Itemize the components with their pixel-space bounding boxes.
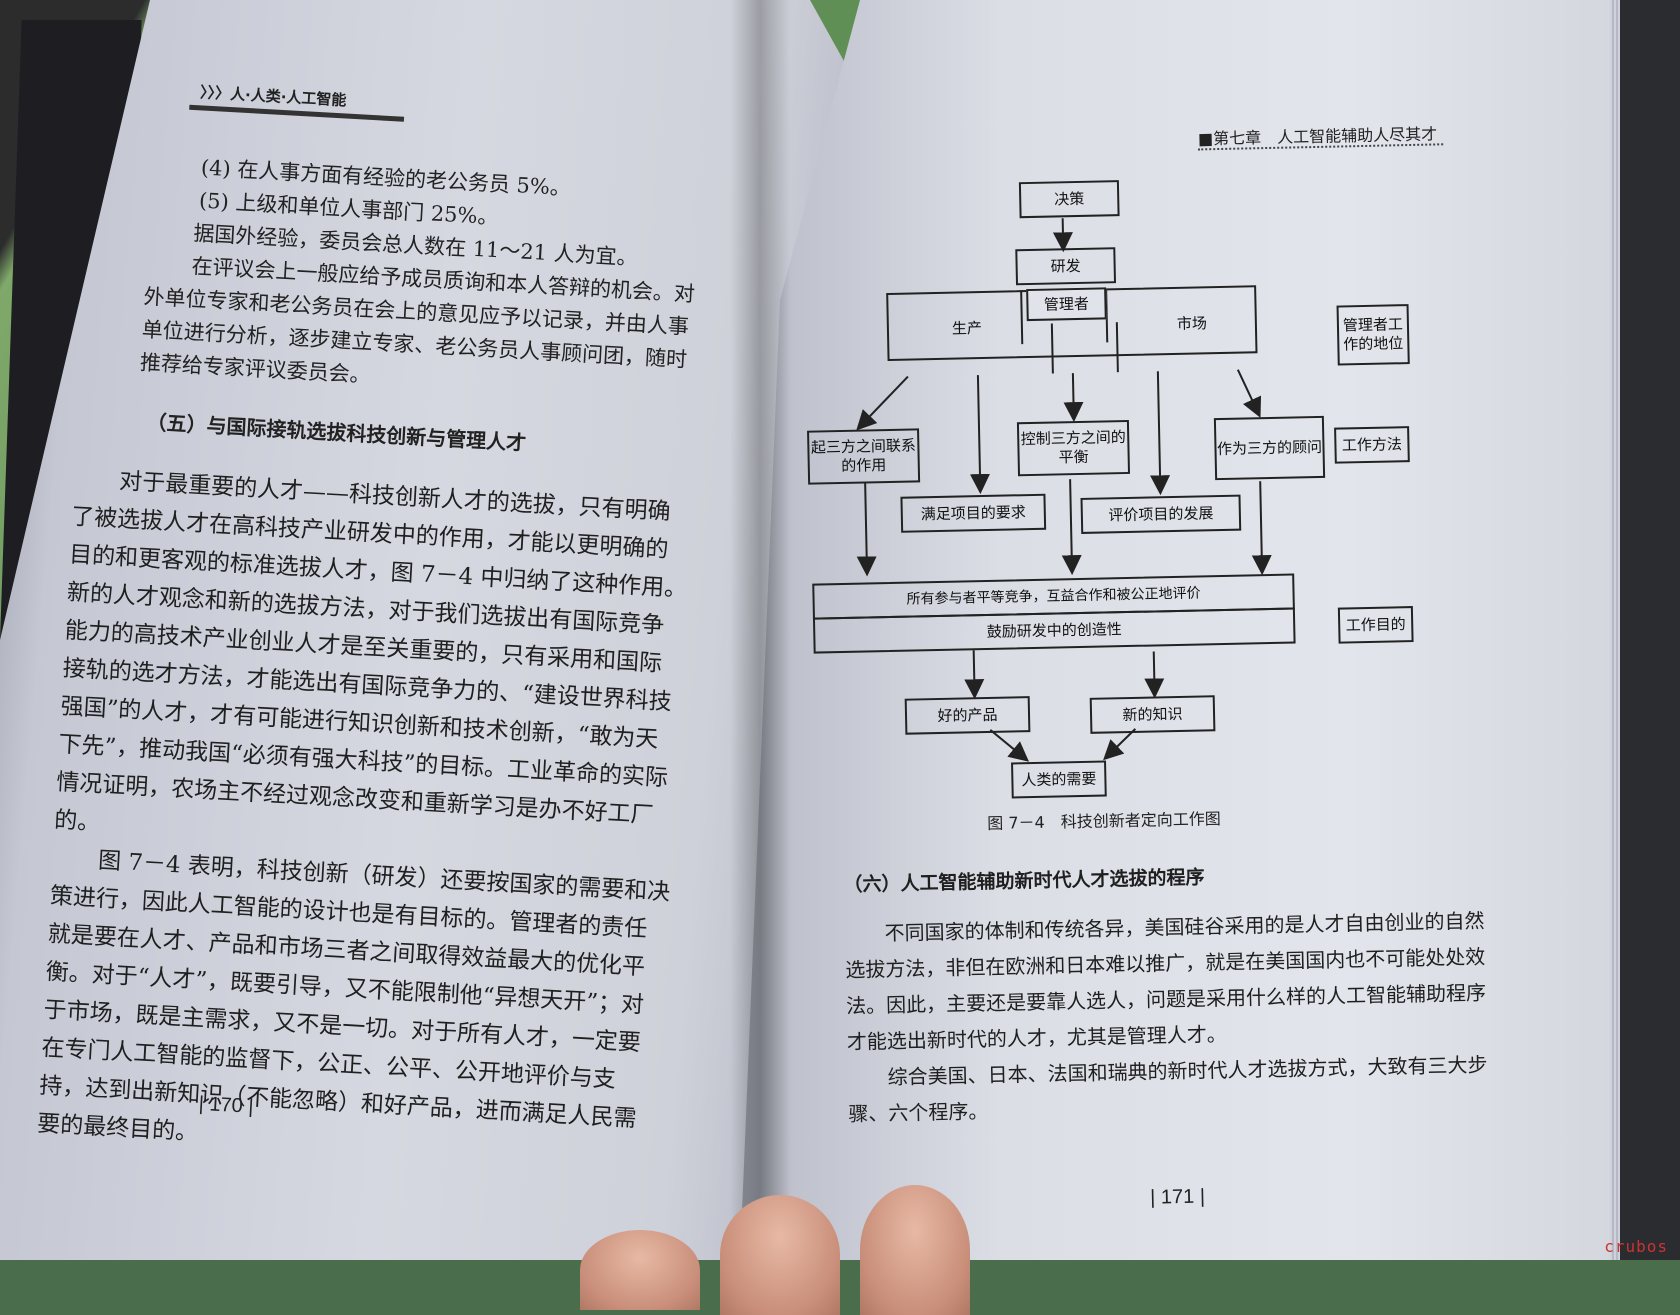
side-label-method: 工作方法: [1334, 426, 1410, 464]
thumb: [580, 1230, 700, 1310]
paragraph: 不同国家的体制和传统各异，美国硅谷采用的是人才自由创业的自然选拔方法，非但在欧洲…: [845, 908, 1487, 1054]
section-heading: （五）与国际接轨选拔科技创新与管理人才: [146, 409, 527, 456]
node-eval-project: 评价项目的发展: [1080, 494, 1242, 534]
node-rnd: 研发: [1015, 247, 1117, 286]
side-label-goal: 工作目的: [1337, 606, 1414, 644]
section-heading: （六）人工智能辅助新时代人才选拔的程序: [843, 866, 1205, 897]
paragraph: 图 7－4 表明，科技创新（研发）还要按国家的需要和决策进行，因此人工智能的设计…: [36, 847, 671, 1146]
node-new-knowledge: 新的知识: [1089, 695, 1216, 734]
page-number: | 171 |: [1149, 1185, 1206, 1209]
right-body: 不同国家的体制和传统各异，美国硅谷采用的是人才自由创业的自然选拔方法，非但在欧洲…: [844, 903, 1488, 1132]
right-page: ■第七章 人工智能辅助人尽其才: [740, 0, 1610, 1260]
node-human-needs: 人类的需要: [1011, 760, 1107, 799]
left-body-main: 对于最重要的人才——科技创新人才的选拔，只有明确了被选拔人才在高科技产业研发中的…: [36, 460, 693, 1178]
node-role-link: 起三方之间联系的作用: [807, 428, 921, 485]
paragraph: 对于最重要的人才——科技创新人才的选拔，只有明确了被选拔人才在高科技产业研发中的…: [53, 468, 688, 836]
figure-caption: 图 7－4 科技创新者定向工作图: [987, 809, 1221, 833]
node-role-balance: 控制三方之间的平衡: [1016, 419, 1131, 477]
paragraph: 综合美国、日本、法国和瑞典的新时代人才选拔方式，大致有三大步骤、六个程序。: [848, 1052, 1488, 1126]
finger: [720, 1195, 840, 1315]
node-role-advisor: 作为三方的顾问: [1213, 415, 1326, 481]
side-label-status: 管理者工作的地位: [1336, 304, 1410, 366]
spine-shadow: [730, 0, 790, 1260]
node-need-project: 满足项目的要求: [900, 493, 1047, 533]
node-decision: 决策: [1018, 180, 1120, 219]
label-market: 市场: [1176, 314, 1208, 333]
left-page: 〉〉〉人·人类·人工智能 (4) 在人事方面有经验的老公务员 5%。 (5) 上…: [0, 0, 850, 1260]
left-body-top: (4) 在人事方面有经验的老公务员 5%。 (5) 上级和单位人事部门 25%。…: [135, 149, 711, 490]
finger: [860, 1185, 970, 1315]
label-production: 生产: [951, 319, 983, 338]
page-number: | 170 |: [198, 1092, 255, 1118]
node-good-product: 好的产品: [904, 696, 1031, 735]
watermark: crubos: [1604, 1237, 1668, 1256]
node-manager: 管理者: [1026, 287, 1107, 322]
